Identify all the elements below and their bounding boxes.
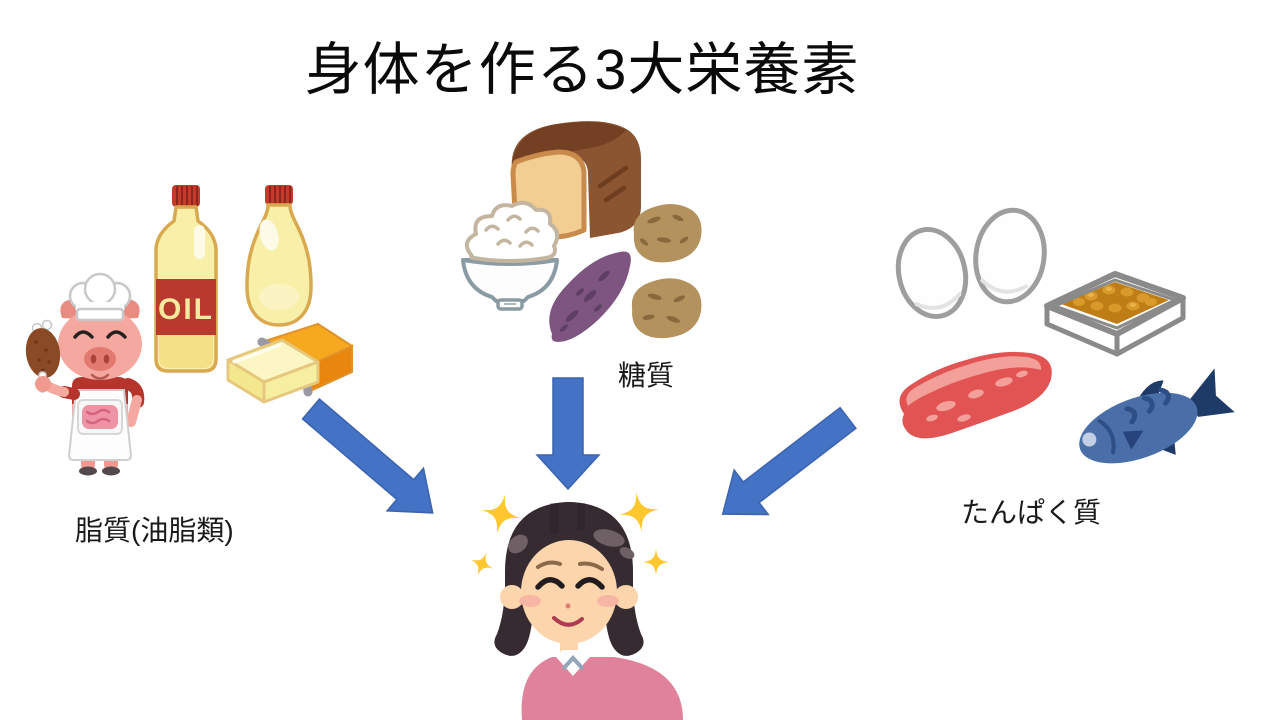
meat-drumstick [25, 319, 61, 393]
potato-illustration-1 [633, 203, 702, 263]
healthy-woman [470, 492, 683, 720]
oil-bottle-illustration: OIL [154, 185, 218, 373]
sweet-potato [549, 251, 631, 342]
rice-bowl [461, 200, 560, 311]
mayonnaise-bottle [245, 185, 313, 327]
protein-label: たんぱく質 [961, 497, 1102, 528]
chef-hat [68, 272, 132, 322]
arrow-fat-to-body [301, 398, 434, 514]
carbohydrate-label: 糖質 [618, 360, 675, 391]
rice-bowl-illustration [461, 200, 560, 311]
pig-chef-illustration [25, 272, 145, 476]
arrow-carb-to-body [535, 377, 601, 491]
potato [633, 203, 702, 263]
oil-label-text: OIL [158, 293, 214, 326]
arrow-protein-to-body [721, 406, 857, 516]
page-title: 身体を作る3大栄養素 [304, 38, 860, 102]
healthy-woman-illustration [470, 492, 683, 720]
fat-label: 脂質(油脂類) [75, 515, 234, 546]
fish [1079, 368, 1235, 464]
sweet-potato-illustration [549, 251, 631, 342]
butter [226, 322, 355, 404]
sparkle-icon [470, 492, 670, 576]
raw-meat [899, 351, 1052, 439]
natto-illustration [1044, 271, 1186, 357]
natto-pack [1044, 271, 1186, 357]
eggs [895, 207, 1047, 320]
pig-chef [25, 272, 145, 476]
meat-illustration [899, 351, 1052, 439]
eggs-illustration [895, 207, 1047, 320]
potato [631, 278, 702, 339]
oil-bottle: OIL [154, 185, 218, 373]
mayonnaise-illustration [245, 185, 313, 327]
potato-illustration-2 [631, 278, 702, 339]
butter-illustration [226, 322, 355, 404]
fish-illustration [1079, 368, 1235, 464]
